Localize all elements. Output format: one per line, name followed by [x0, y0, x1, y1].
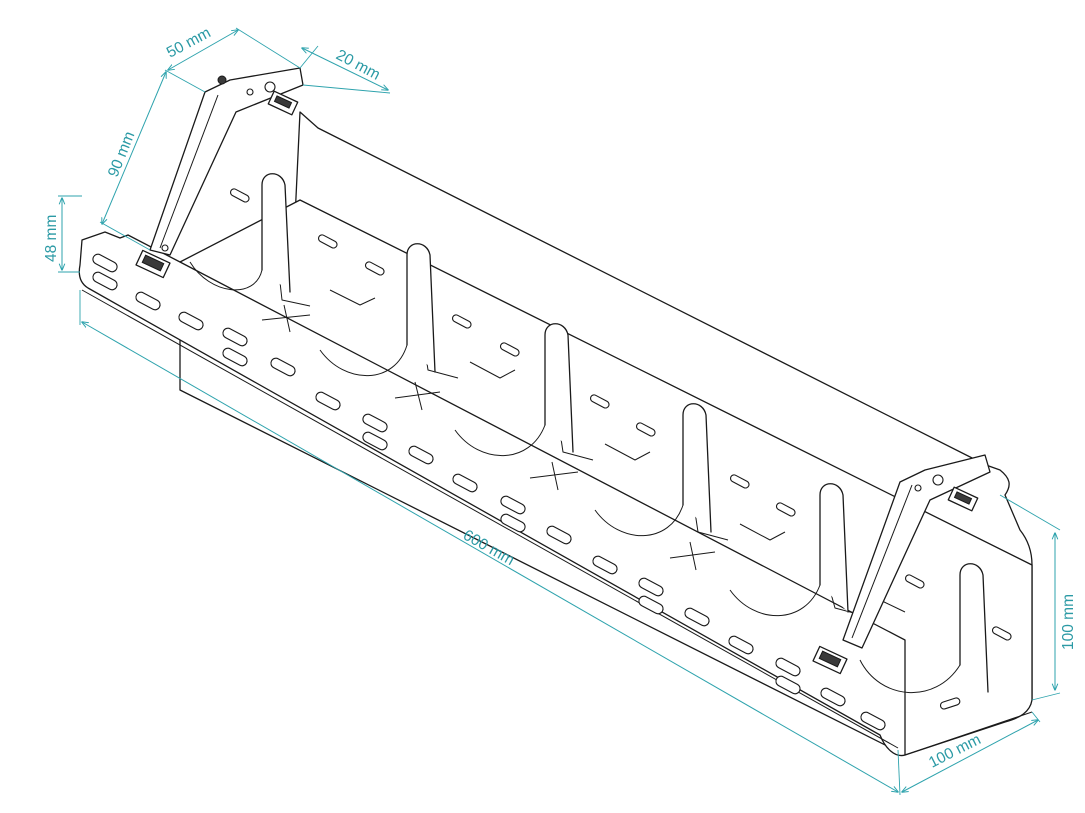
dim-label-100mm-height: 100 mm: [1060, 594, 1077, 650]
dimension-100mm-height: 100 mm: [999, 494, 1077, 701]
dim-label-48mm: 48 mm: [43, 215, 60, 262]
dim-label-20mm: 20 mm: [333, 47, 383, 84]
dimension-20mm: 20 mm: [299, 45, 391, 94]
dim-label-50mm: 50 mm: [164, 24, 214, 61]
left-mounting-bracket: [135, 67, 304, 279]
dimension-90mm: 90 mm: [99, 72, 166, 251]
dim-label-90mm: 90 mm: [105, 129, 139, 179]
dimension-48mm: 48 mm: [43, 195, 82, 273]
tray-body: [78, 111, 1033, 757]
